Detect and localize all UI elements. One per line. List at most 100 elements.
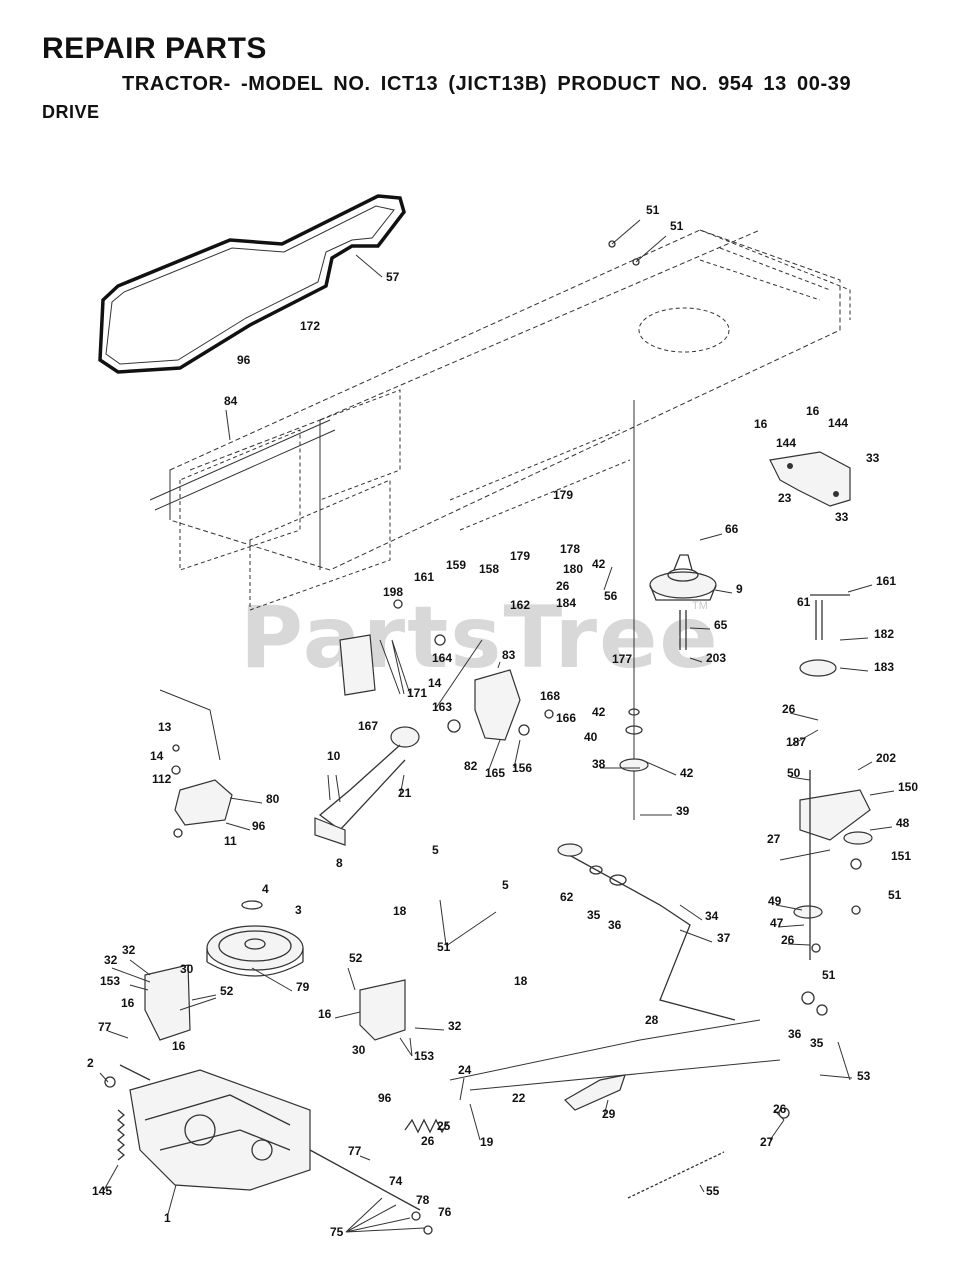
callout-38: 38 [592, 757, 606, 771]
callout-83: 83 [502, 648, 516, 662]
bracket-30-left [144, 964, 191, 1041]
callout-163: 163 [432, 700, 452, 714]
callout-27: 27 [767, 832, 781, 846]
callout-65: 65 [714, 618, 728, 632]
callout-30: 30 [352, 1043, 366, 1057]
callout-51: 51 [670, 219, 684, 233]
shaft-38-42 [619, 400, 649, 820]
callout-82: 82 [464, 759, 478, 773]
callout-28: 28 [645, 1013, 659, 1027]
callout-179: 179 [553, 488, 573, 502]
callout-203: 203 [706, 651, 726, 665]
callout-47: 47 [770, 916, 784, 930]
callout-34: 34 [705, 909, 719, 923]
pedal-29 [564, 1074, 626, 1111]
callout-53: 53 [857, 1069, 871, 1083]
callout-151: 151 [891, 849, 911, 863]
spring-145 [116, 1109, 126, 1161]
callout-16: 16 [806, 404, 820, 418]
pulley-183 [799, 659, 837, 677]
model-line: TRACTOR- -MODEL NO. ICT13 (JICT13B) PROD… [122, 73, 852, 95]
callout-32: 32 [104, 953, 118, 967]
callout-180: 180 [563, 562, 583, 576]
callout-5: 5 [502, 878, 509, 892]
bracket-30-right [359, 979, 406, 1041]
callout-55: 55 [706, 1184, 720, 1198]
page-title: REPAIR PARTS [42, 32, 267, 65]
callout-165: 165 [485, 766, 505, 780]
tractor-frame [149, 229, 851, 611]
callout-187: 187 [786, 735, 806, 749]
callout-4: 4 [262, 882, 269, 896]
callout-153: 153 [414, 1049, 434, 1063]
lever-21 [314, 726, 420, 846]
callout-33: 33 [835, 510, 849, 524]
callout-74: 74 [389, 1174, 403, 1188]
callout-96: 96 [378, 1091, 392, 1105]
callout-84: 84 [224, 394, 238, 408]
callout-16: 16 [121, 996, 135, 1010]
part-callouts: 5151571729684161614414433233317917817918… [87, 203, 918, 1239]
spring-25 [404, 1118, 449, 1134]
callout-51: 51 [646, 203, 660, 217]
callout-52: 52 [349, 951, 363, 965]
callout-179: 179 [510, 549, 530, 563]
callout-21: 21 [398, 786, 412, 800]
callout-27: 27 [760, 1135, 774, 1149]
callout-37: 37 [717, 931, 731, 945]
callout-25: 25 [437, 1119, 451, 1133]
callout-172: 172 [300, 319, 320, 333]
callout-76: 76 [438, 1205, 452, 1219]
callout-184: 184 [556, 596, 576, 610]
callout-78: 78 [416, 1193, 430, 1207]
callout-145: 145 [92, 1184, 112, 1198]
callout-42: 42 [592, 557, 606, 571]
callout-202: 202 [876, 751, 896, 765]
callout-48: 48 [896, 816, 910, 830]
callout-183: 183 [874, 660, 894, 674]
callout-16: 16 [172, 1039, 186, 1053]
idler-arm-150 [779, 770, 873, 960]
callout-144: 144 [828, 416, 848, 430]
callout-75: 75 [330, 1225, 344, 1239]
transaxle-1 [119, 1064, 421, 1211]
callout-24: 24 [458, 1063, 472, 1077]
callout-29: 29 [602, 1107, 616, 1121]
callout-56: 56 [604, 589, 618, 603]
callout-52: 52 [220, 984, 234, 998]
plate-80 [174, 779, 233, 826]
callout-164: 164 [432, 651, 452, 665]
callout-198: 198 [383, 585, 403, 599]
bracket-167 [339, 634, 376, 696]
callout-96: 96 [252, 819, 266, 833]
callout-10: 10 [327, 749, 341, 763]
callout-51: 51 [822, 968, 836, 982]
callout-161: 161 [414, 570, 434, 584]
callout-26: 26 [556, 579, 570, 593]
callout-39: 39 [676, 804, 690, 818]
callout-49: 49 [768, 894, 782, 908]
callout-22: 22 [512, 1091, 526, 1105]
callout-36: 36 [608, 918, 622, 932]
callout-14: 14 [150, 749, 164, 763]
leader-lines [99, 219, 895, 1233]
callout-150: 150 [898, 780, 918, 794]
callout-26: 26 [781, 933, 795, 947]
callout-35: 35 [810, 1036, 824, 1050]
rod-28 [449, 1019, 761, 1081]
callout-167: 167 [358, 719, 378, 733]
callout-77: 77 [348, 1144, 362, 1158]
callout-178: 178 [560, 542, 580, 556]
callout-5: 5 [432, 843, 439, 857]
callout-62: 62 [560, 890, 574, 904]
callout-162: 162 [510, 598, 530, 612]
callout-166: 166 [556, 711, 576, 725]
callout-61: 61 [797, 595, 811, 609]
pulley-9 [649, 554, 717, 650]
callout-8: 8 [336, 856, 343, 870]
callout-11: 11 [224, 834, 237, 848]
callout-96: 96 [237, 353, 251, 367]
callout-168: 168 [540, 689, 560, 703]
callout-26: 26 [421, 1134, 435, 1148]
